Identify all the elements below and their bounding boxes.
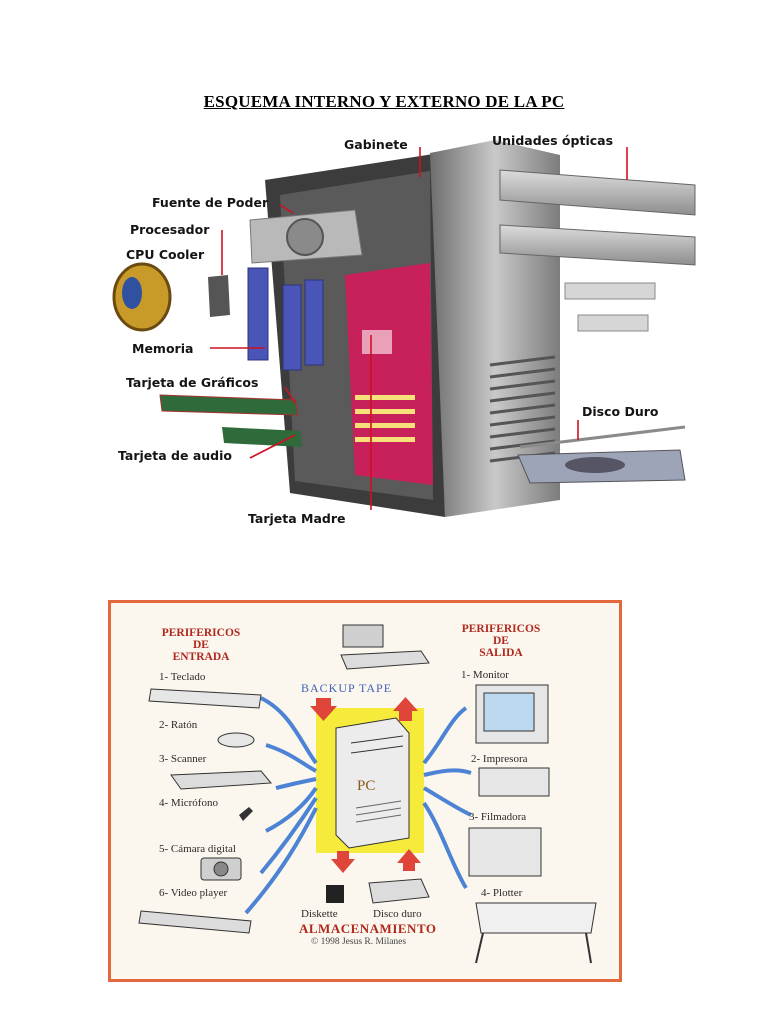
label-unidades-opticas: Unidades ópticas [492,133,614,148]
diskette-icon [326,885,344,903]
label-cpu-cooler: CPU Cooler [126,247,205,262]
printer-icon [478,767,550,797]
pc-label: PC [357,778,376,794]
memory-module-2 [282,284,302,371]
label-fuente-de-poder: Fuente de Poder [152,195,269,210]
peripherals-illustration [138,624,597,964]
power-supply-fan [286,218,324,256]
graphics-card [159,394,299,416]
label-tarjeta-audio: Tarjeta de audio [118,448,232,463]
diskette-label: Diskette [301,908,338,920]
output-item-filmadora: 3- Filmadora [469,811,527,823]
motherboard-slots [355,395,415,442]
memory-module-3 [304,279,324,366]
label-tarjeta-graficos: Tarjeta de Gráficos [126,375,259,390]
processor-chip [208,275,230,317]
filmadora-icon [468,827,542,877]
motherboard-chip [362,330,392,354]
copyright-label: © 1998 Jesus R. Milanes [311,937,407,947]
input-item-microphone: 4- Micrófono [159,797,218,809]
bay-drive [577,314,649,332]
storage-label: ALMACENAMIENTO [299,921,437,936]
input-item-mouse: 2- Ratón [159,719,198,731]
hard-disk-icon [368,878,430,904]
input-item-keyboard: 1- Teclado [159,671,206,683]
backup-tape-label: BACKUP TAPE [301,681,393,695]
input-item-camera: 5- Cámara digital [159,843,236,855]
leader-lines [210,147,628,510]
label-memoria: Memoria [132,341,194,356]
memory-module-1 [247,267,269,361]
input-header: PERIFERICOS DE ENTRADA [161,627,241,663]
video-player-icon [138,910,252,934]
red-arrows [310,697,421,873]
label-tarjeta-madre: Tarjeta Madre [248,511,346,526]
backup-tape-icon [342,624,384,648]
keyboard-icon [148,688,262,709]
microphone-icon [239,807,253,821]
output-header: PERIFERICOS DE SALIDA [461,623,541,659]
mouse-icon [217,732,255,748]
label-procesador: Procesador [130,222,210,237]
input-item-scanner: 3- Scanner [159,753,207,765]
hard-disk-label: Disco duro [373,908,422,920]
pc-components-figure: Gabinete Unidades ópticas Fuente de Pode… [100,125,700,535]
output-item-monitor: 1- Monitor [461,669,509,681]
floppy-drive [564,282,656,300]
optical-drive-2 [499,224,696,266]
optical-drive-1 [499,169,696,216]
output-item-printer: 2- Impresora [471,753,528,765]
label-disco-duro: Disco Duro [582,404,659,419]
peripherals-diagram: PERIFERICOS DE ENTRADA PERIFERICOS DE SA… [108,600,622,982]
motherboard [345,263,433,485]
output-arrows [422,706,472,890]
pc-tower-illustration [112,140,696,517]
output-item-plotter: 4- Plotter [481,887,523,899]
document-title: ESQUEMA INTERNO Y EXTERNO DE LA PC [203,92,565,111]
scanner-icon [170,770,273,790]
plotter-icon [475,902,597,934]
label-gabinete: Gabinete [344,137,408,152]
pc-tower-icon [335,717,410,849]
input-item-video-player: 6- Video player [159,887,228,899]
input-arrows [244,696,318,915]
